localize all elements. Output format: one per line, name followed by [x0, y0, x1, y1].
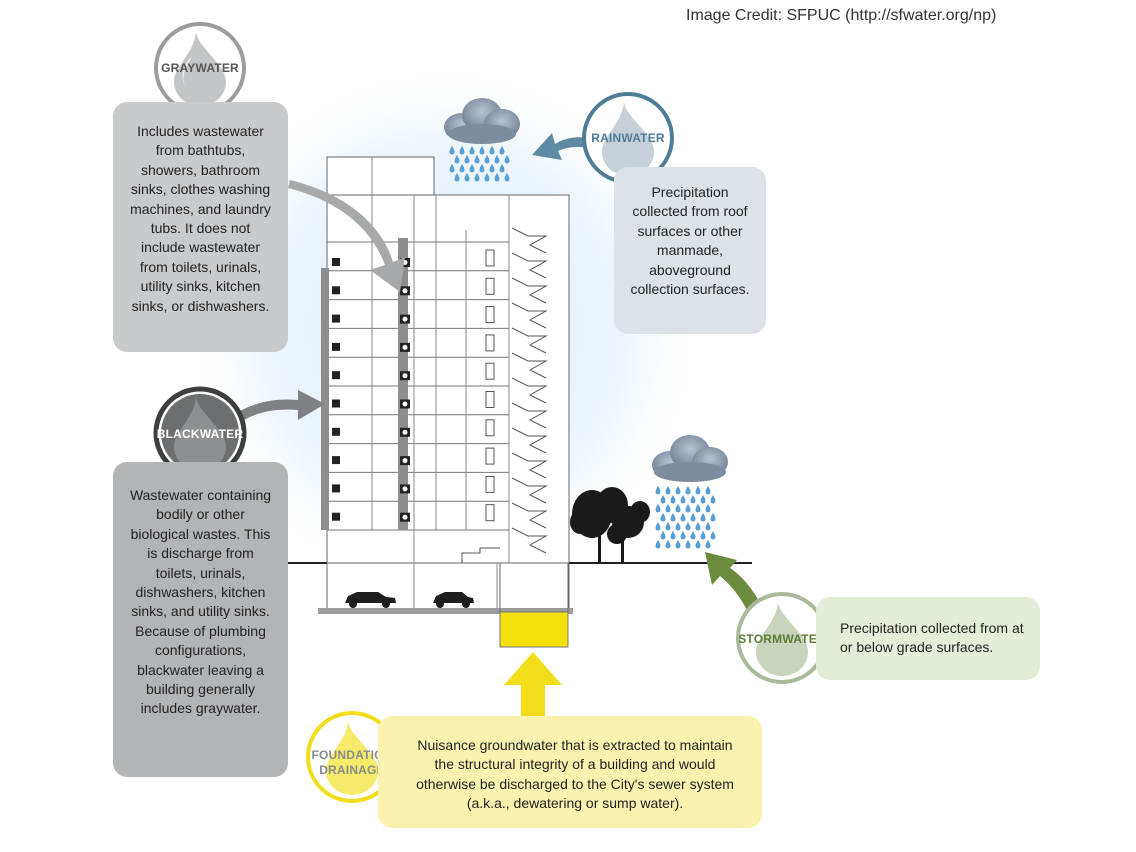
rainwater-description: Precipitation collected from roof surfac…	[614, 167, 766, 334]
rainwater-label: RAINWATER	[591, 131, 665, 145]
blackwater-label: BLACKWATER	[156, 427, 244, 441]
foundation-label-line2: DRAINAGE	[319, 763, 385, 777]
blackwater-arrow	[225, 390, 325, 428]
graywater-description: Includes wastewater from bathtubs, showe…	[113, 102, 288, 352]
foundation-label-line1: FOUNDATION	[311, 748, 393, 762]
foundation-arrow	[504, 652, 562, 716]
foundation-drop-icon	[306, 711, 398, 803]
rain-cloud-roof	[444, 98, 520, 182]
image-credit: Image Credit: SFPUC (http://sfwater.org/…	[686, 7, 997, 24]
rainwater-drop-icon	[582, 92, 674, 184]
building	[318, 156, 573, 648]
rainwater-arrow	[532, 133, 588, 160]
foundation-description: Nuisance groundwater that is extracted t…	[378, 716, 762, 828]
graywater-arrow	[288, 180, 405, 292]
graywater-label: GRAYWATER	[161, 61, 239, 75]
stormwater-label: STORMWATER	[738, 632, 826, 646]
blackwater-description: Wastewater containing bodily or other bi…	[113, 462, 288, 777]
trees	[570, 487, 650, 563]
stormwater-arrow	[705, 552, 762, 612]
rain-cloud-ground	[652, 435, 728, 549]
stormwater-description: Precipitation collected from at or below…	[816, 597, 1040, 680]
stormwater-drop-icon	[736, 592, 828, 684]
blackwater-drop-icon	[153, 386, 247, 480]
